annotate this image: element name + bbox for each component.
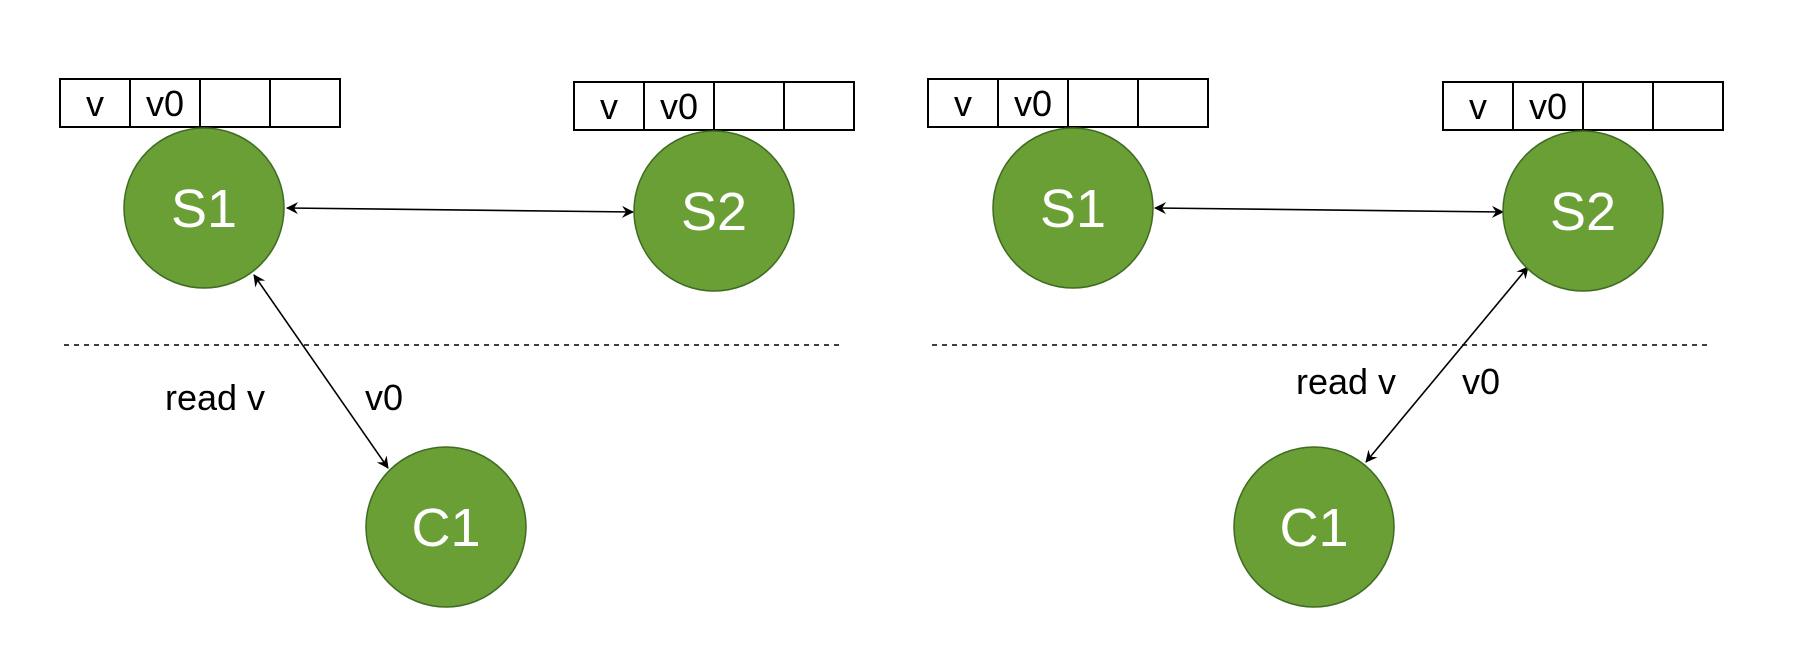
log-cell — [129, 78, 201, 128]
node-c1: C1 — [1233, 446, 1395, 608]
s1-s2-edge — [1154, 202, 1504, 218]
log-cell — [59, 78, 131, 128]
left-panel: v v0 v v0 read v v0 S1 — [59, 78, 855, 608]
node-circle — [992, 127, 1154, 289]
log-cell — [1582, 81, 1654, 131]
log-cell — [573, 81, 645, 131]
left-s2-log: v v0 — [573, 81, 855, 131]
node-s1: S1 — [123, 127, 285, 289]
log-cell — [199, 78, 271, 128]
log-cell-text: v0 — [660, 86, 698, 127]
left-s1-log: v v0 — [59, 78, 341, 128]
node-s2: S2 — [633, 130, 795, 292]
log-cell-text: v0 — [1529, 86, 1567, 127]
node-label: S1 — [1040, 179, 1106, 239]
log-cell — [1442, 81, 1514, 131]
log-cell — [1067, 78, 1139, 128]
right-panel: v v0 v v0 read v v0 S1 — [927, 78, 1724, 608]
node-circle — [1233, 446, 1395, 608]
node-label: C1 — [411, 498, 480, 558]
log-cell — [927, 78, 999, 128]
node-circle — [633, 130, 795, 292]
log-cell-text: v — [954, 83, 972, 124]
s1-s2-edge — [286, 202, 634, 218]
log-cell — [1137, 78, 1209, 128]
s2-c1-edge — [1365, 266, 1529, 463]
node-label: C1 — [1279, 498, 1348, 558]
node-c1: C1 — [365, 446, 527, 608]
log-cell-text: v0 — [146, 83, 184, 124]
log-cell — [713, 81, 785, 131]
node-s1: S1 — [992, 127, 1154, 289]
log-cell — [269, 78, 341, 128]
request-label: read v — [1296, 361, 1396, 402]
request-label: read v — [165, 377, 265, 418]
node-circle — [1502, 130, 1664, 292]
node-circle — [123, 127, 285, 289]
log-cell — [783, 81, 855, 131]
response-label: v0 — [1462, 361, 1500, 402]
log-cell-text: v — [600, 86, 618, 127]
right-s2-log: v v0 — [1442, 81, 1724, 131]
log-cell — [1652, 81, 1724, 131]
log-cell-text: v — [1469, 86, 1487, 127]
response-label: v0 — [365, 377, 403, 418]
node-label: S2 — [681, 182, 747, 242]
s1-c1-edge — [253, 274, 389, 469]
node-label: S2 — [1550, 182, 1616, 242]
log-cell-text: v — [86, 83, 104, 124]
node-s2: S2 — [1502, 130, 1664, 292]
log-cell-text: v0 — [1014, 83, 1052, 124]
right-s1-log: v v0 — [927, 78, 1209, 128]
node-label: S1 — [171, 179, 237, 239]
log-cell — [997, 78, 1069, 128]
node-circle — [365, 446, 527, 608]
